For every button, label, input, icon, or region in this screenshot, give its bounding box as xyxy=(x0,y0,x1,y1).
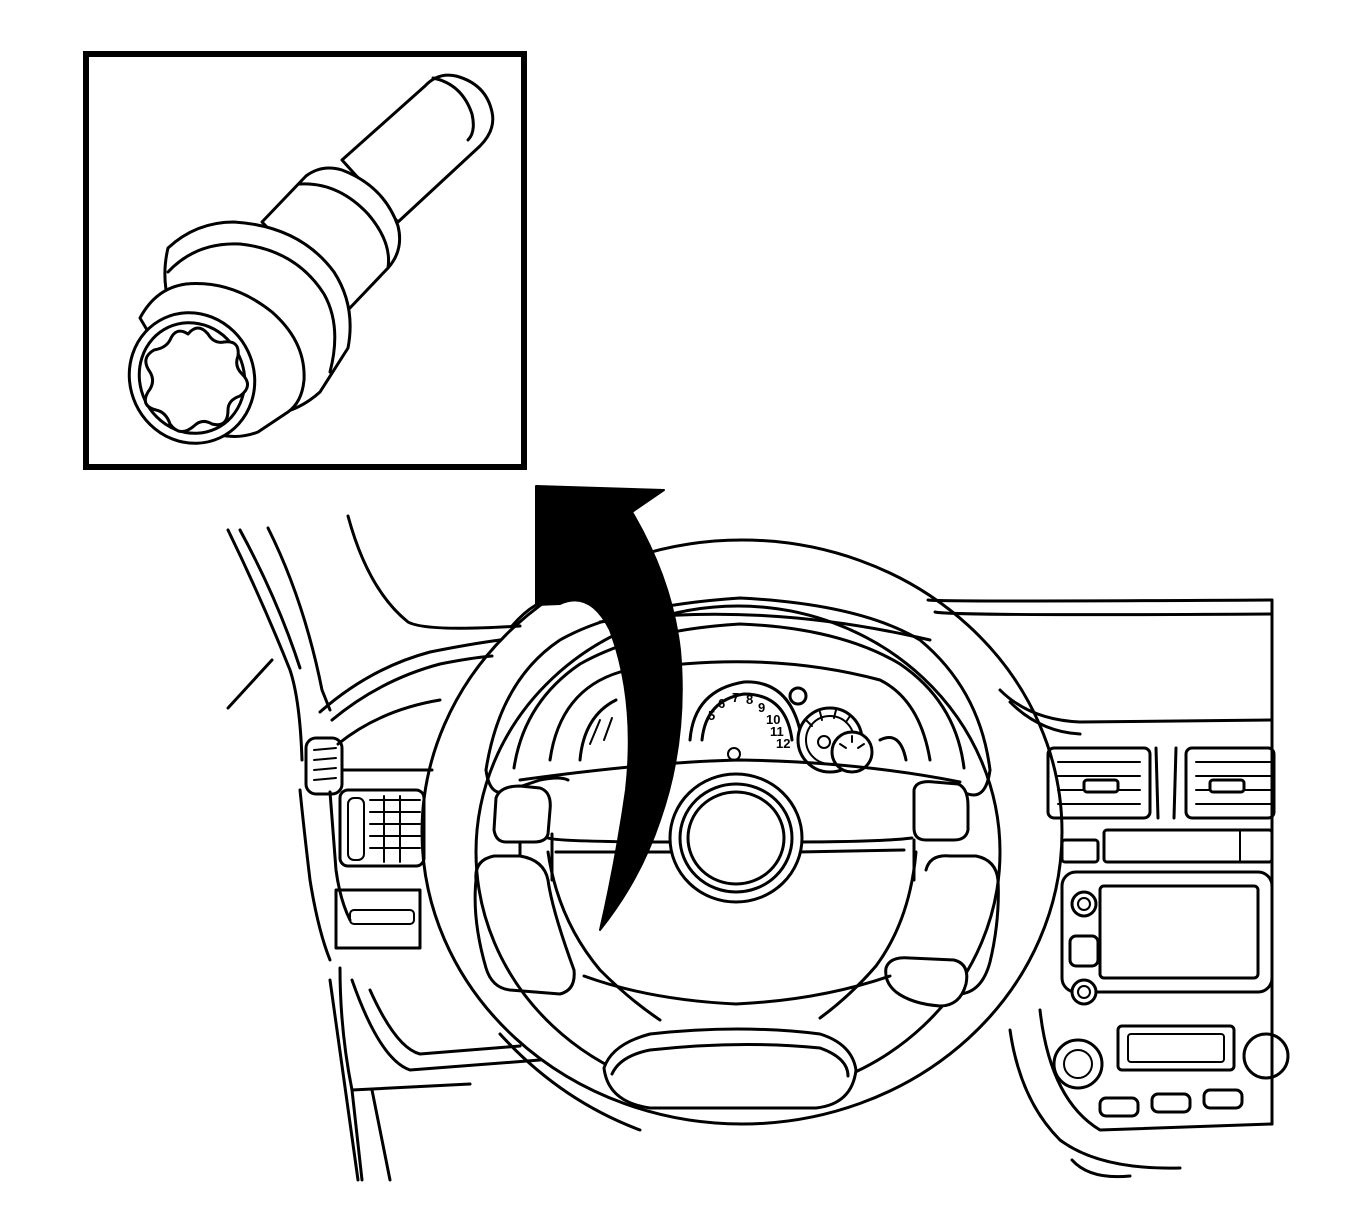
lower-spoke-pad xyxy=(602,1027,858,1110)
speedometer-icon: 5 6 7 8 9 10 11 12 xyxy=(688,680,804,761)
left-side-vent-icon xyxy=(304,736,344,796)
right-spoke-buttons xyxy=(884,780,1000,1008)
svg-text:6: 6 xyxy=(718,696,725,711)
radio-unit-icon xyxy=(1060,870,1274,1006)
svg-text:9: 9 xyxy=(758,700,765,715)
lock-bolt-icon xyxy=(127,73,495,445)
left-spoke-buttons xyxy=(473,784,576,996)
dashboard: 5 6 7 8 9 10 11 12 xyxy=(226,514,1290,1182)
a-pillar xyxy=(226,528,304,762)
svg-text:8: 8 xyxy=(746,692,753,707)
instrument-cluster: 5 6 7 8 9 10 11 12 xyxy=(578,680,908,774)
climate-controls-icon xyxy=(1008,1008,1290,1179)
horn-pad-icon xyxy=(668,772,804,904)
svg-text:10: 10 xyxy=(766,712,780,727)
svg-text:5: 5 xyxy=(708,708,715,723)
svg-text:11: 11 xyxy=(770,724,784,739)
steering-wheel xyxy=(420,538,1064,1132)
key-pattern-icon xyxy=(143,326,249,433)
rotation-arrow-icon xyxy=(535,485,683,931)
fuel-gauge-icon xyxy=(830,730,874,774)
inset-panel xyxy=(83,51,527,470)
svg-text:7: 7 xyxy=(732,690,739,705)
center-vents-icon xyxy=(1046,746,1276,820)
left-vent-icon xyxy=(338,788,426,868)
svg-text:12: 12 xyxy=(776,736,790,751)
